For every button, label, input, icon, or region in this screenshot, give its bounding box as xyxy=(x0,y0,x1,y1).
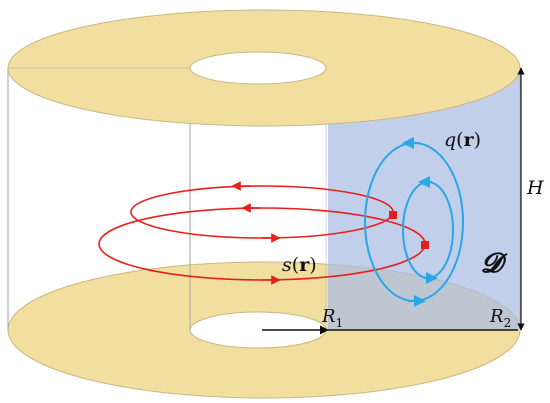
point-marker-lower xyxy=(421,241,429,249)
svg-text:q(r): q(r) xyxy=(444,129,481,151)
blue-loop-inner xyxy=(402,176,454,284)
label-q-r: q(r) xyxy=(444,129,481,151)
blue-loop-outer xyxy=(364,137,464,307)
label-r2: R2 xyxy=(489,306,511,330)
top-annulus xyxy=(7,9,521,127)
svg-text:s(r): s(r) xyxy=(282,254,317,276)
label-r1: R1 xyxy=(321,306,343,330)
label-s-r: s(r) xyxy=(282,254,317,276)
label-height: H xyxy=(526,177,544,199)
svg-text:R2: R2 xyxy=(489,306,511,330)
svg-text:R1: R1 xyxy=(321,306,343,330)
point-marker-upper xyxy=(389,211,397,219)
